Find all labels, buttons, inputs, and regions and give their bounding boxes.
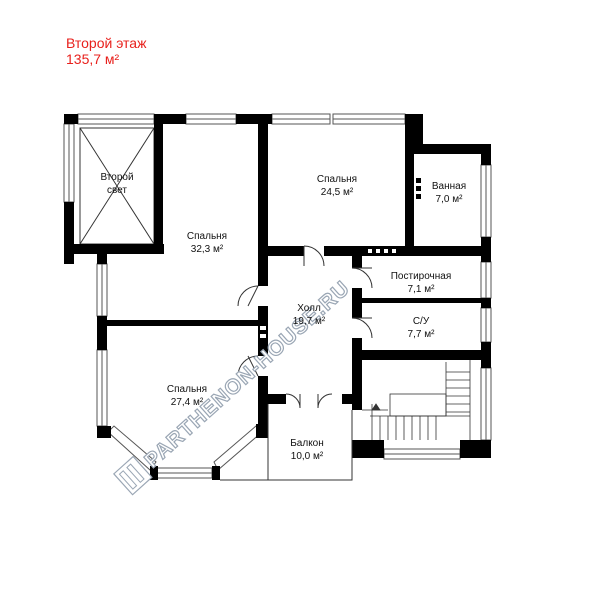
bedroom-1-area: 32,3 м²	[191, 244, 224, 255]
hall-name: Холл	[297, 303, 321, 314]
walls	[64, 114, 491, 480]
staircase	[362, 360, 471, 440]
bedroom-2-name: Спальня	[317, 174, 357, 185]
bedroom-3-area: 27,4 м²	[171, 397, 204, 408]
floor-total-area: 135,7 м²	[66, 51, 120, 67]
balcony-name: Балкон	[290, 438, 324, 449]
laundry-name: Постирочная	[391, 271, 452, 282]
bedroom-2-area: 24,5 м²	[321, 187, 354, 198]
room-labels: Второй свет Спальня 32,3 м² Спальня 24,5…	[100, 172, 466, 462]
bathroom-area: 7,0 м²	[436, 194, 464, 205]
door-swings	[237, 245, 373, 409]
balcony-area: 10,0 м²	[291, 451, 324, 462]
second-light-label-line2: свет	[107, 185, 127, 196]
wc-area: 7,7 м²	[408, 329, 436, 340]
wc-name: С/У	[413, 316, 430, 327]
plumbing-marks	[260, 178, 421, 338]
bedroom-1-name: Спальня	[187, 231, 227, 242]
second-light-label-line1: Второй	[100, 172, 133, 183]
hall-area: 19,7 м²	[293, 316, 326, 327]
balcony-outline	[220, 404, 353, 481]
floor-title: Второй этаж	[66, 35, 147, 51]
bathroom-name: Ванная	[432, 181, 466, 192]
laundry-area: 7,1 м²	[408, 284, 436, 295]
bedroom-3-name: Спальня	[167, 384, 207, 395]
